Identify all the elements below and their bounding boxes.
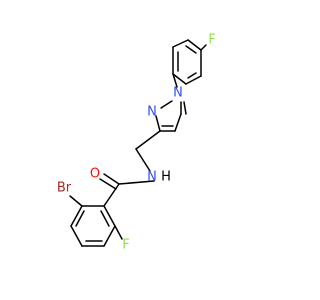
bond: [69, 195, 83, 207]
bond: [100, 210, 110, 227]
atom-label-oxygen: O: [90, 167, 100, 182]
atom-label-amide-nitrogen: N: [147, 170, 157, 185]
bond: [185, 45, 197, 54]
bond: [200, 44, 207, 51]
molecule-structure: F N N N H O Br F: [57, 33, 216, 253]
atom-label-fluorine-top: F: [208, 33, 215, 48]
atom-label-amide-hydrogen: H: [161, 170, 171, 185]
atom-label-bromine: Br: [57, 181, 72, 196]
atom-labels: F N N N H O Br F: [57, 33, 216, 253]
top-fluorophenyl-ring: [172, 39, 207, 85]
bond: [172, 73, 187, 85]
bond: [103, 225, 116, 247]
bond: [160, 100, 173, 109]
bond: [187, 72, 197, 79]
atom-label-nitrogen-2: N: [147, 105, 157, 120]
bond: [174, 113, 182, 132]
bond: [118, 180, 155, 185]
bottom-fluorobenzene-ring: [70, 205, 116, 247]
bond: [183, 101, 187, 115]
bond: [135, 130, 161, 150]
bond: [172, 39, 189, 48]
bond: [70, 205, 83, 227]
bond: [70, 225, 83, 247]
pyrazole-ring: [155, 100, 187, 132]
bond: [103, 183, 120, 207]
atom-label-fluorine-bottom: F: [122, 238, 129, 253]
bond: [114, 225, 123, 240]
bond: [172, 73, 178, 88]
bond: [185, 75, 202, 85]
bond: [75, 210, 85, 227]
atom-label-nitrogen-1: N: [173, 86, 183, 101]
bond: [135, 148, 151, 172]
bond: [187, 39, 202, 51]
bond: [99, 178, 117, 190]
bond: [155, 115, 161, 132]
bond: [103, 205, 116, 227]
bond: [103, 173, 120, 185]
